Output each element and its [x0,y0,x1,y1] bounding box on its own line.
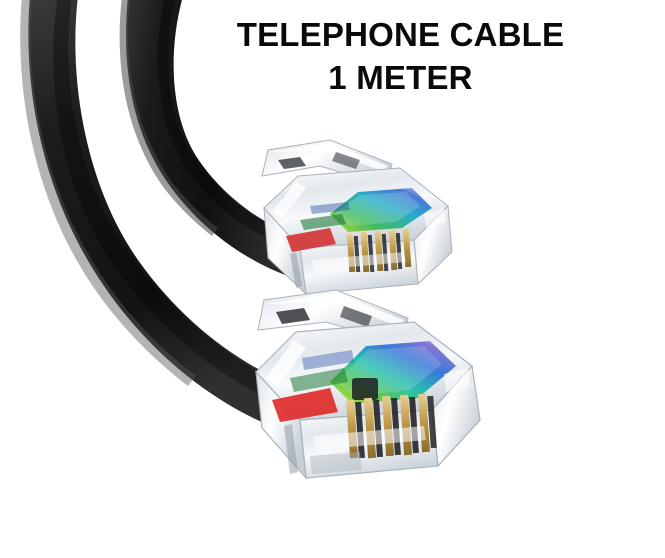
upper-cable [119,0,300,276]
upper-connector-color-band [330,188,432,232]
upper-connector [261,139,453,296]
lower-connector-wires [272,350,378,422]
lower-connector-pins [345,393,437,459]
upper-connector-wires [286,202,350,252]
lower-connector [255,289,481,480]
product-title-line-1: TELEPHONE CABLE [236,16,565,53]
product-title-line-2: 1 METER [328,59,473,96]
